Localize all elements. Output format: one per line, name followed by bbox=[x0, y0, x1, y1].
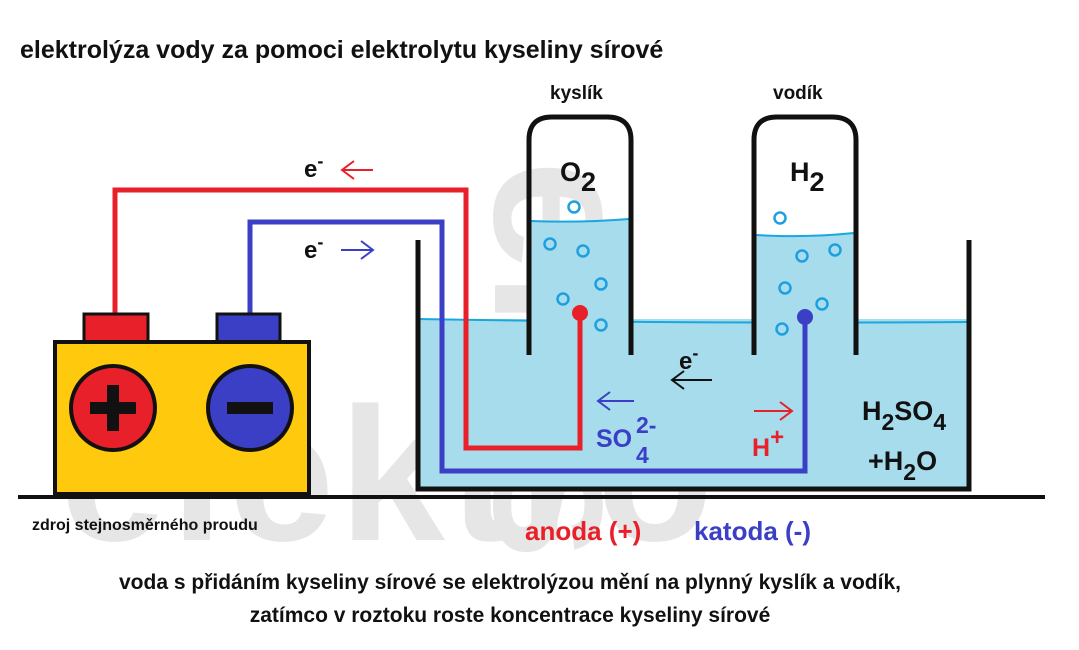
electron-charge: - bbox=[317, 232, 323, 252]
battery-minus-terminal bbox=[215, 312, 282, 345]
bubble bbox=[778, 281, 792, 295]
bubble bbox=[828, 243, 842, 257]
hydrogen-tube-water-surface bbox=[755, 232, 855, 238]
bubble bbox=[556, 292, 570, 306]
sulfate-sub: 4 bbox=[636, 442, 649, 468]
electron-charge: - bbox=[317, 151, 323, 171]
hydrogen-ion: H+ bbox=[752, 424, 784, 462]
bubble bbox=[594, 277, 608, 291]
cathode-label: katoda (-) bbox=[694, 516, 811, 546]
hydrogen-bubbles bbox=[773, 211, 842, 336]
hydrogen-ion-sup: + bbox=[770, 424, 784, 451]
anode-label: anoda (+) bbox=[525, 516, 641, 546]
sol-so-sub: 4 bbox=[933, 409, 946, 435]
electron-label-middle: e- bbox=[304, 232, 323, 264]
hydrogen-ion-base: H bbox=[752, 434, 770, 462]
electron-arrow-solution-icon bbox=[670, 370, 712, 390]
hydrogen-ion-arrow-icon bbox=[754, 401, 794, 421]
cathode-tip bbox=[797, 309, 813, 325]
bubble bbox=[567, 200, 581, 214]
electron-charge: - bbox=[692, 343, 698, 363]
hydrogen-formula-sub: 2 bbox=[810, 167, 825, 197]
bubble bbox=[773, 211, 787, 225]
vessel bbox=[415, 240, 972, 492]
electron-arrow-left-icon bbox=[340, 160, 373, 180]
caption-line1: voda s přidáním kyseliny sírové se elekt… bbox=[119, 571, 901, 594]
solution-line1: H2SO4 bbox=[862, 396, 946, 435]
electron-label-solution: e- bbox=[679, 343, 698, 375]
oxygen-formula-base: O bbox=[560, 157, 581, 187]
solution-line2: +H2O bbox=[868, 446, 937, 485]
bubble bbox=[815, 297, 829, 311]
hydrogen-formula: H2 bbox=[790, 157, 825, 197]
battery bbox=[53, 312, 311, 496]
blue-wire bbox=[247, 219, 808, 474]
electron-label-top: e- bbox=[304, 151, 323, 183]
bubble bbox=[795, 249, 809, 263]
sol-plus-h: +H bbox=[868, 446, 903, 476]
anode-tip bbox=[572, 305, 588, 321]
minus-icon bbox=[227, 402, 273, 414]
oxygen-tube-water-surface bbox=[530, 218, 630, 223]
oxygen-label: kyslík bbox=[550, 83, 603, 104]
sulfate-base: SO bbox=[596, 425, 632, 453]
oxygen-formula: O2 bbox=[560, 157, 596, 197]
plus-icon bbox=[90, 385, 136, 431]
electron-symbol: e bbox=[304, 156, 317, 183]
oxygen-tube bbox=[526, 114, 634, 355]
sol-h-sub: 2 bbox=[882, 409, 895, 435]
sulfate-ion: SO bbox=[596, 425, 632, 453]
diagram-title: elektrolýza vody za pomoci elektrolytu k… bbox=[20, 36, 663, 64]
hydrogen-formula-base: H bbox=[790, 157, 810, 187]
bubble bbox=[594, 318, 608, 332]
bath-water-surface bbox=[417, 318, 970, 324]
oxygen-bubbles bbox=[543, 200, 608, 332]
bubble bbox=[775, 322, 789, 336]
electron-arrow-right-icon bbox=[341, 240, 375, 260]
sulfate-arrow-icon bbox=[596, 391, 634, 411]
hydrogen-tube bbox=[751, 114, 859, 355]
red-wire bbox=[112, 187, 583, 451]
sol-o: O bbox=[916, 446, 937, 476]
oxygen-formula-sub: 2 bbox=[581, 167, 596, 197]
battery-plus-terminal bbox=[82, 312, 150, 345]
oxygen-tube-water bbox=[531, 219, 629, 352]
sol-h2-sub: 2 bbox=[903, 459, 916, 485]
electron-symbol: e bbox=[679, 348, 692, 375]
bubble bbox=[576, 244, 590, 258]
hydrogen-label: vodík bbox=[773, 83, 823, 104]
bubble bbox=[543, 237, 557, 251]
sol-so: SO bbox=[894, 396, 933, 426]
bath-water bbox=[418, 319, 969, 489]
sulfate-sup: 2- bbox=[636, 412, 656, 438]
electron-symbol: e bbox=[304, 237, 317, 264]
sol-h: H bbox=[862, 396, 882, 426]
hydrogen-tube-water bbox=[756, 233, 854, 352]
battery-label: zdroj stejnosměrného proudu bbox=[32, 517, 258, 534]
caption-line2: zatímco v roztoku roste koncentrace kyse… bbox=[250, 604, 771, 627]
